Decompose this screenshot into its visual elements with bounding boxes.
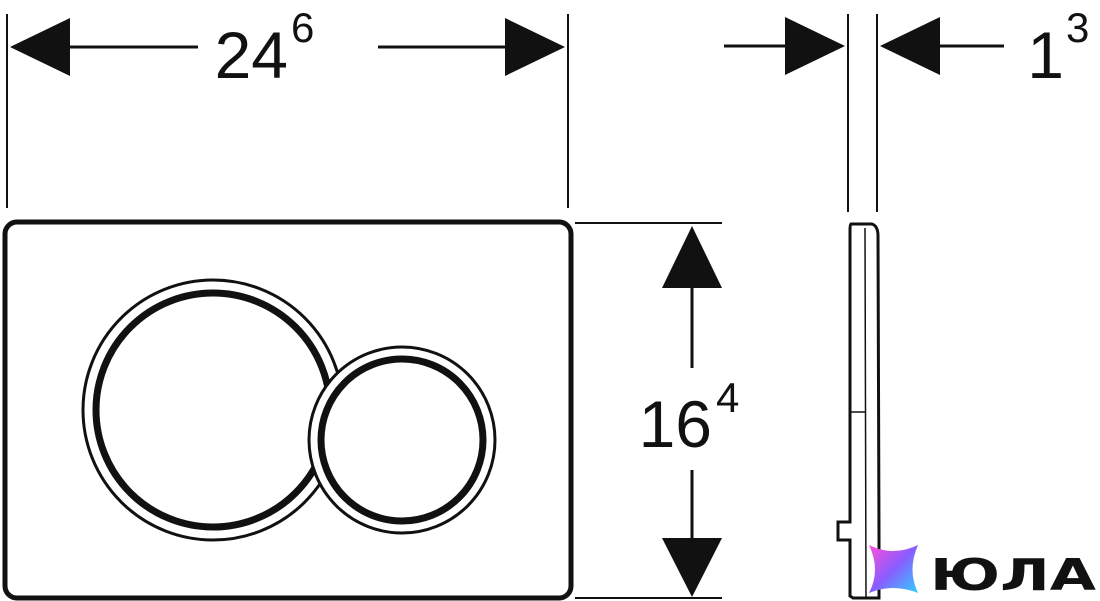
large-button-inner-ring xyxy=(92,289,334,531)
depth-value: 1 xyxy=(1027,18,1064,92)
front-plate xyxy=(2,219,574,601)
height-value: 16 xyxy=(639,387,712,461)
depth-dimension: 1 3 xyxy=(724,4,1089,212)
depth-arrow-right xyxy=(880,17,940,75)
width-dimension: 24 6 xyxy=(6,4,569,208)
logo-text: ЮЛА xyxy=(930,550,1096,601)
depth-arrow-left xyxy=(785,17,845,75)
height-dimension: 16 4 xyxy=(575,222,739,599)
height-superscript: 4 xyxy=(716,374,739,421)
width-superscript: 6 xyxy=(291,4,314,51)
side-profile-inner-line xyxy=(864,227,867,599)
watermark-logo: ЮЛА xyxy=(869,545,1096,601)
height-arrow-top xyxy=(662,226,722,288)
depth-superscript: 3 xyxy=(1066,4,1089,51)
width-value: 24 xyxy=(215,18,288,92)
side-profile xyxy=(836,222,881,600)
width-arrow-right xyxy=(505,18,565,76)
side-profile-outline xyxy=(836,222,881,600)
width-arrow-left xyxy=(10,18,70,76)
height-arrow-bottom xyxy=(662,538,722,597)
logo-star-icon xyxy=(869,545,918,593)
small-button-inner-ring xyxy=(317,355,487,525)
